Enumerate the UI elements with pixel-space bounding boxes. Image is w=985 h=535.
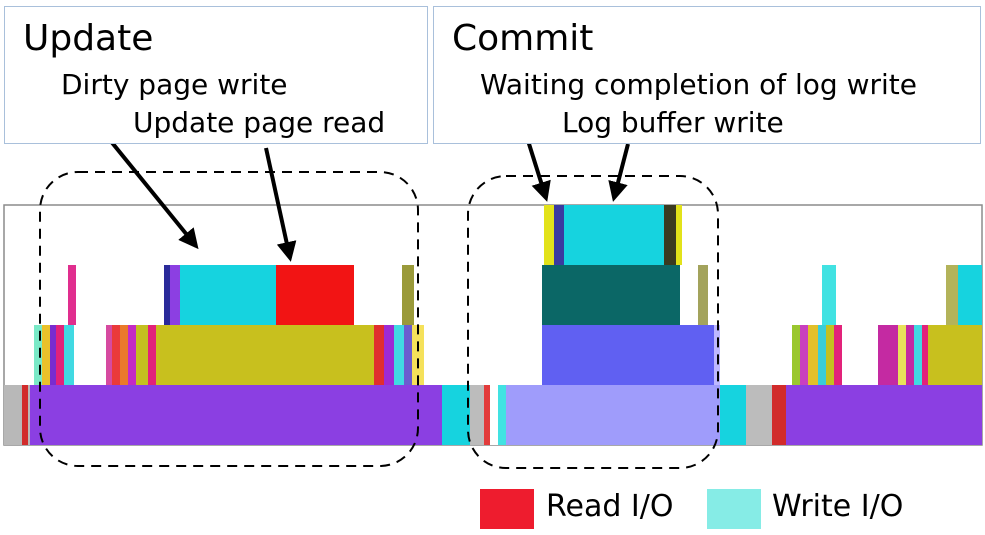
timeline-band-second	[68, 265, 982, 325]
legend-read-swatch	[480, 489, 534, 529]
legend-read-label: Read I/O	[546, 489, 674, 524]
update-group-outline	[39, 171, 419, 467]
log-buffer-write-label: Log buffer write	[562, 106, 784, 139]
commit-group-outline	[467, 175, 719, 469]
dirty-page-write-label: Dirty page write	[61, 68, 288, 101]
update-page-read-arrow	[264, 147, 297, 262]
timeline-band-bottom	[4, 385, 982, 445]
commit-title: Commit	[452, 18, 594, 59]
legend-write-swatch	[707, 489, 761, 529]
update-title: Update	[23, 18, 154, 59]
timeline-band-third	[34, 325, 982, 385]
timeline-band-top	[544, 205, 682, 265]
update-page-read-label: Update page read	[133, 106, 386, 139]
commit-label-box: Commit Waiting completion of log write L…	[433, 6, 981, 144]
update-label-box: Update Dirty page write Update page read	[4, 6, 428, 144]
log-buffer-write-arrow	[608, 143, 630, 202]
legend-write-label: Write I/O	[772, 489, 904, 524]
waiting-completion-label: Waiting completion of log write	[480, 68, 917, 101]
